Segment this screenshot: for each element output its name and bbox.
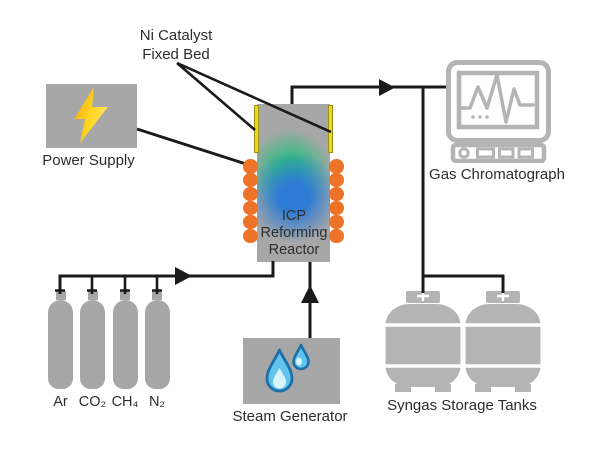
ni-catalyst-label: Ni Catalyst Fixed Bed xyxy=(116,27,236,64)
ni-catalyst-label-line1: Ni Catalyst xyxy=(139,27,213,44)
gas-cylinder-n2 xyxy=(145,300,170,389)
cylinder-neck-ch4 xyxy=(120,291,130,300)
gas-cylinder-co2 xyxy=(80,300,105,389)
lightning-bolt-icon xyxy=(74,87,108,143)
storage-tank-left xyxy=(385,291,461,392)
cylinder-label-ch4: CH₄ xyxy=(111,394,139,410)
chromatograph-monitor-icon xyxy=(446,60,551,163)
gas-cylinder-ch4 xyxy=(113,300,138,389)
outlet-line xyxy=(290,85,446,104)
gas-manifold-line xyxy=(58,261,275,294)
catalyst-bed-strip-right xyxy=(328,105,333,153)
syngas-tanks-icon xyxy=(385,291,541,392)
gas-cylinder-ar xyxy=(48,300,73,389)
pointer-line-left-bed xyxy=(176,62,256,131)
cylinder-neck-ar xyxy=(55,291,66,300)
tank-branch-line xyxy=(421,87,505,293)
power-supply-label: Power Supply xyxy=(42,152,135,169)
water-droplets-icon xyxy=(265,343,310,393)
ni-catalyst-label-line2: Fixed Bed xyxy=(142,45,210,63)
icp-reactor-body xyxy=(257,104,330,262)
reactor-label-line1: ICP xyxy=(281,208,307,224)
cylinder-label-co2: CO₂ xyxy=(78,394,107,410)
arrowhead-to-gc xyxy=(379,79,395,96)
pointer-line-right-bed xyxy=(176,61,332,134)
arrowhead-steam xyxy=(301,285,319,303)
steam-generator-label: Steam Generator xyxy=(232,408,348,425)
induction-coils-right xyxy=(329,159,344,244)
gas-chromatograph-label: Gas Chromatograph xyxy=(429,166,565,183)
syngas-tanks-label: Syngas Storage Tanks xyxy=(387,397,537,414)
induction-coils-left xyxy=(243,159,258,244)
cylinder-neck-co2 xyxy=(87,291,98,300)
storage-tank-right xyxy=(465,291,541,392)
reactor-label: ICP Reforming Reactor xyxy=(252,208,336,259)
arrowhead-to-reactor xyxy=(175,267,192,285)
cylinder-label-ar: Ar xyxy=(53,394,68,410)
reactor-label-line2: Reforming xyxy=(260,225,328,241)
plasma-glow-blue xyxy=(257,151,330,243)
reactor-label-line3: Reactor xyxy=(268,242,320,258)
power-line xyxy=(136,127,247,166)
cylinder-neck-n2 xyxy=(152,291,162,300)
cylinder-label-n2: N₂ xyxy=(148,394,166,410)
